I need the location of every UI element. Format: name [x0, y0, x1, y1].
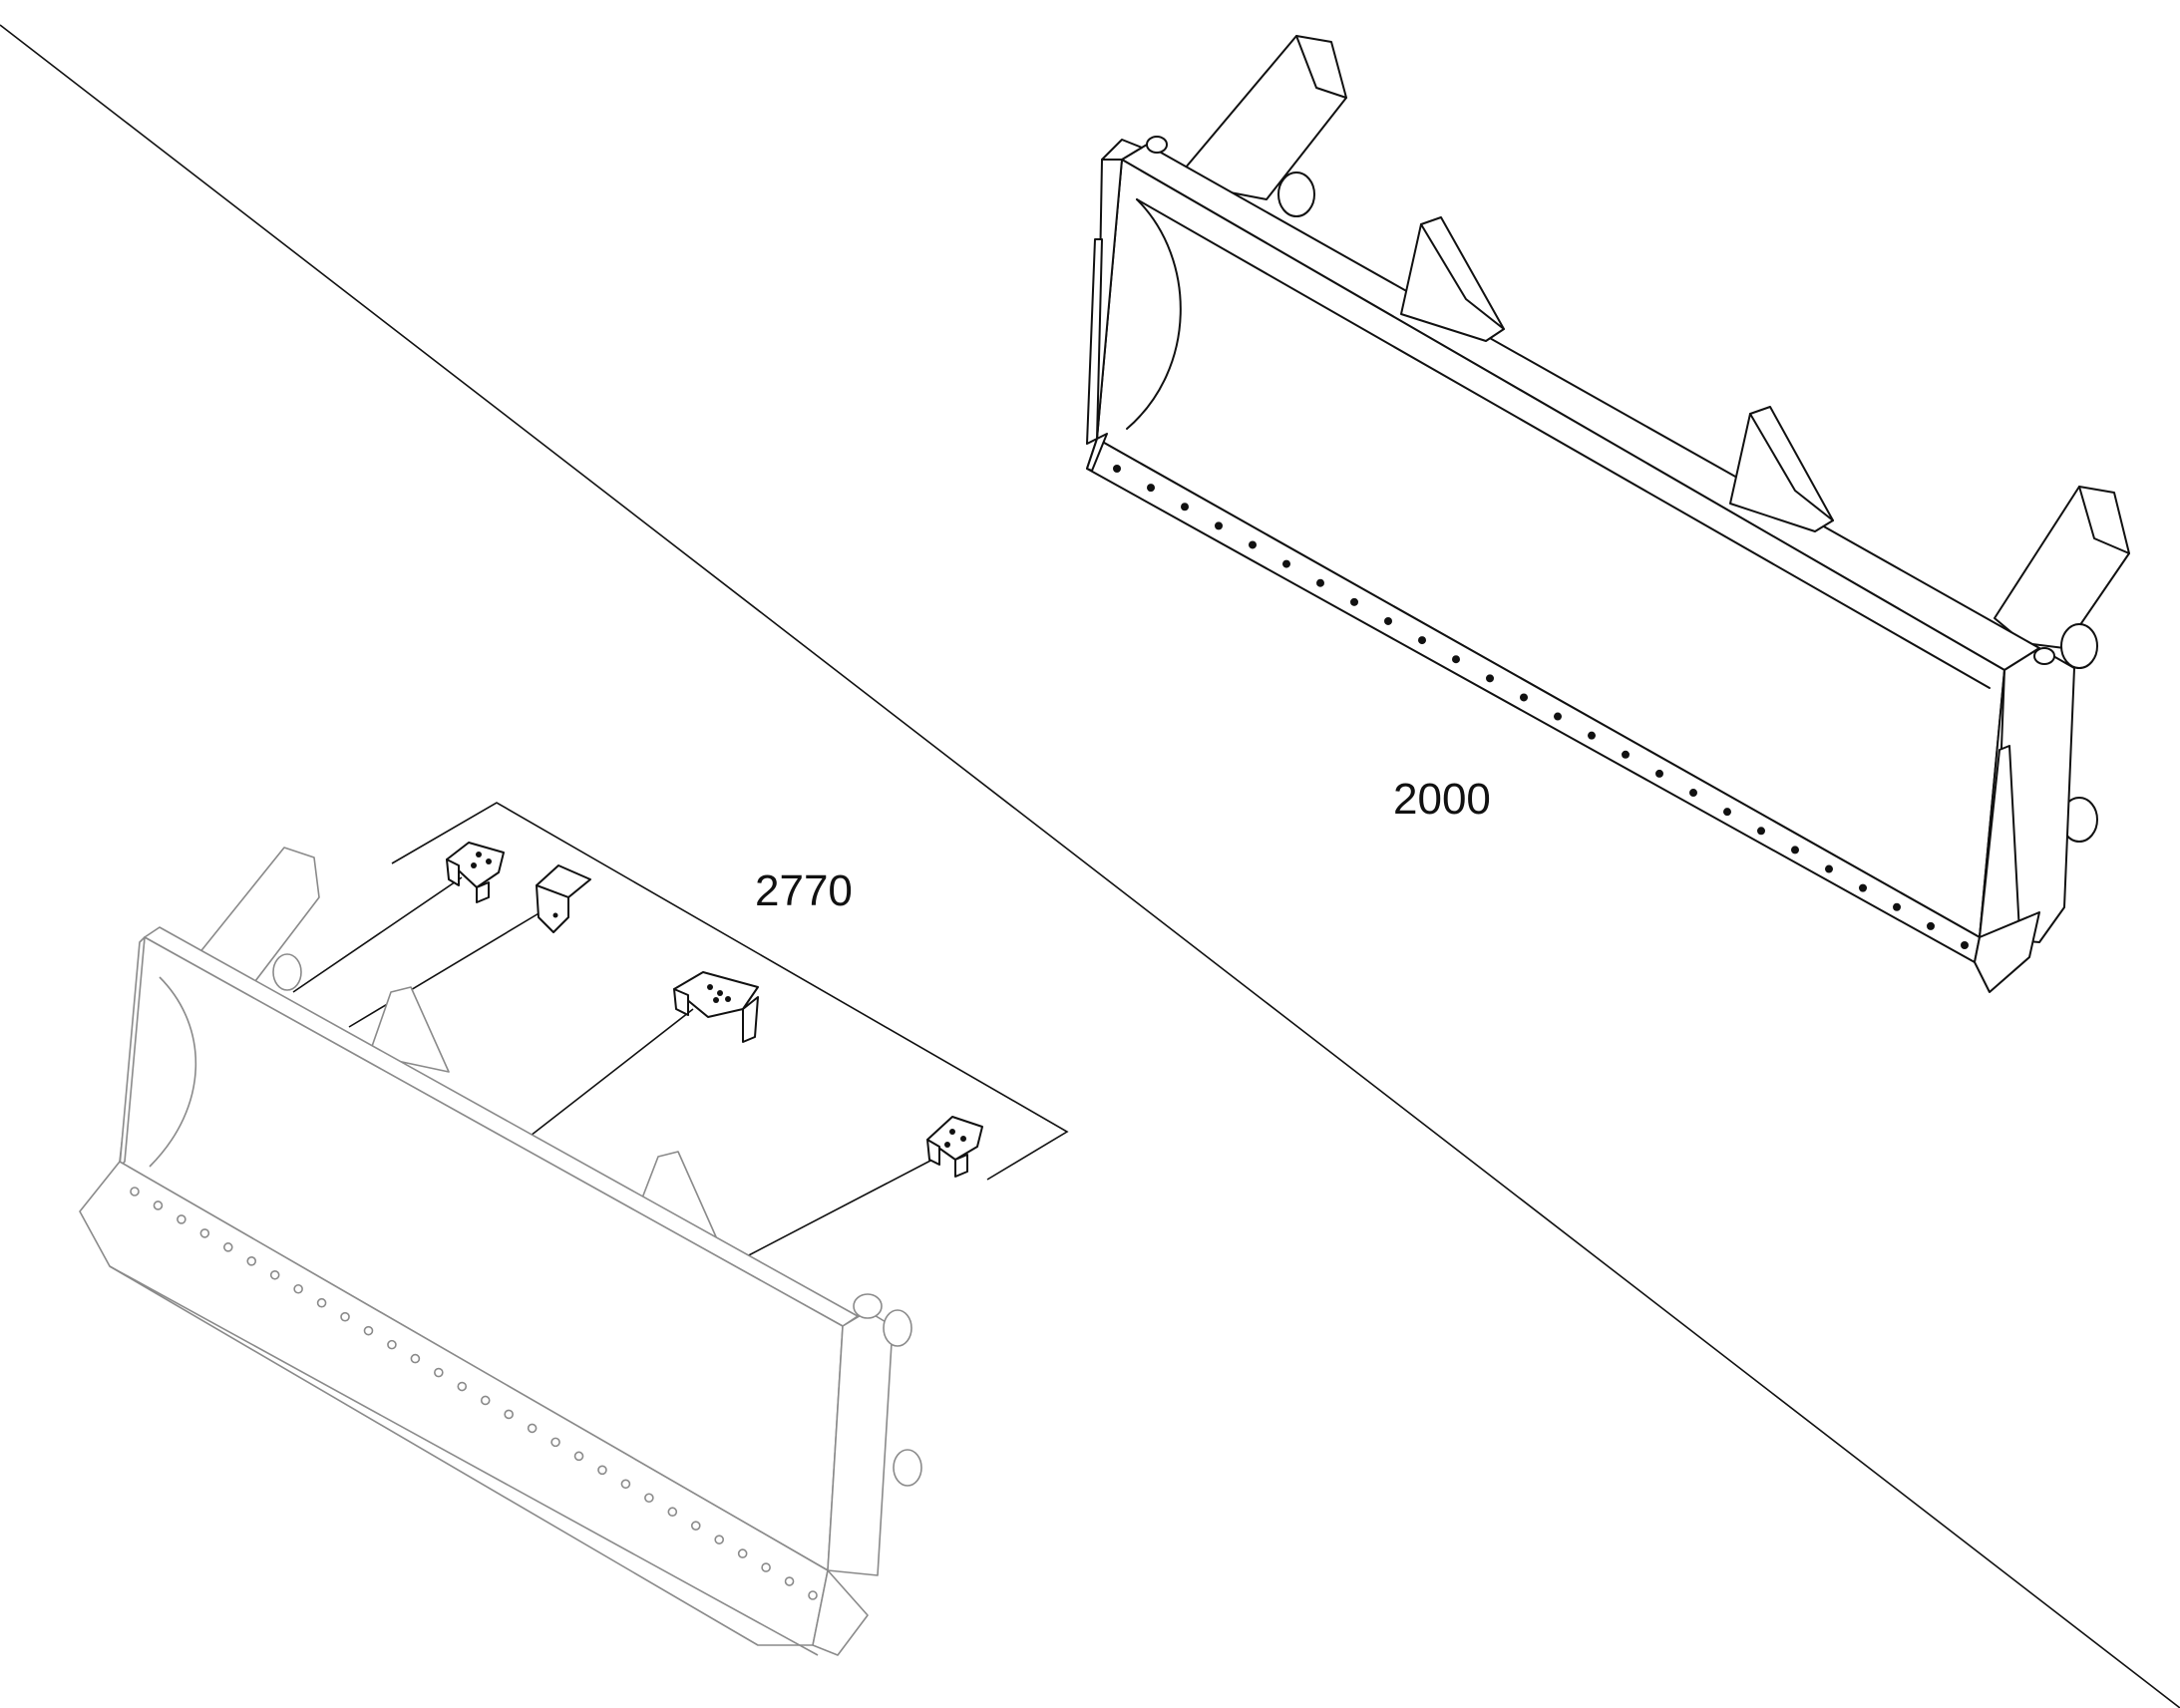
bolt-hole	[1147, 484, 1155, 493]
leader-line-3	[503, 1008, 694, 1158]
bolt-hole	[1791, 846, 1799, 854]
bolt-hole	[1384, 616, 1392, 625]
bolt-hole-faint	[177, 1214, 186, 1224]
bolt-hole	[1282, 559, 1290, 568]
mount-block-left	[1400, 216, 1505, 342]
bolt-hole-faint	[316, 1297, 327, 1308]
mounting-bracket-2	[536, 864, 591, 933]
pivot-pin-upper-left	[1277, 171, 1315, 217]
bolt-hole-faint	[644, 1493, 654, 1504]
dozer-blade-faint	[79, 847, 922, 1656]
bolt-hole-faint	[504, 1409, 514, 1420]
bolt-hole-faint	[153, 1200, 164, 1210]
bolt-hole	[1418, 636, 1426, 645]
pivot-pin-upper-right	[2060, 623, 2098, 669]
push-arm-left	[1179, 35, 1347, 200]
bolt-hole	[1961, 941, 1969, 949]
bolt-hole-faint	[597, 1465, 607, 1476]
push-arm-right	[1994, 486, 2130, 649]
leader-line-4	[742, 1159, 933, 1259]
bolt-hole	[1825, 864, 1833, 873]
bolt-hole	[1350, 597, 1358, 606]
side-plate-left	[1096, 139, 1143, 440]
bolt-hole-faint	[457, 1381, 468, 1392]
mounting-bracket-4	[926, 1116, 983, 1178]
mounting-bracket-3	[673, 971, 759, 1043]
bolt-hole-faint	[714, 1535, 725, 1544]
part-label-2000: 2000	[1393, 775, 1491, 824]
bolt-hole-faint	[434, 1367, 444, 1378]
bolt-hole	[1113, 465, 1121, 473]
section-divider-line	[0, 24, 2180, 1708]
bolt-hole-faint	[527, 1423, 538, 1434]
bolt-hole-faint	[784, 1576, 795, 1586]
part-label-2770: 2770	[755, 866, 853, 915]
bolt-hole-faint	[269, 1269, 280, 1280]
bolt-hole-faint	[387, 1339, 397, 1350]
bolt-hole	[1689, 789, 1697, 798]
bolt-hole	[1655, 769, 1663, 778]
bolt-hole-faint	[246, 1256, 257, 1266]
bolt-hole-faint	[293, 1283, 303, 1294]
bolt-hole	[1927, 921, 1935, 930]
mounting-bracket-1	[446, 842, 505, 903]
bolt-hole-faint	[199, 1228, 210, 1238]
bolt-hole-faint	[690, 1521, 701, 1531]
bolt-hole	[1249, 540, 1257, 549]
bolt-hole	[1215, 521, 1223, 530]
bolt-hole	[1554, 712, 1562, 721]
end-bit-right	[1974, 911, 2040, 993]
bolt-hole	[1859, 883, 1867, 892]
bolt-hole	[1452, 655, 1460, 664]
bolt-hole	[1316, 578, 1324, 587]
leader-line-2	[348, 911, 542, 1028]
bolt-hole-faint	[808, 1590, 818, 1600]
bolt-hole-faint	[737, 1548, 748, 1558]
bolt-hole-faint	[620, 1479, 631, 1490]
bolt-hole-faint	[410, 1353, 421, 1364]
dozer-blade-assembly-2000	[1086, 35, 2130, 993]
bolt-hole	[1723, 808, 1731, 817]
bolt-hole-faint	[340, 1311, 350, 1322]
bolt-hole	[1588, 731, 1596, 740]
bolt-hole	[1622, 750, 1630, 759]
bolt-hole	[1757, 827, 1765, 836]
bolt-hole-faint	[363, 1325, 374, 1336]
cutting-edge-holes-faint	[130, 1187, 818, 1600]
bolt-hole	[1486, 674, 1494, 683]
cutting-edge-holes	[1113, 465, 1969, 949]
bolt-hole	[1893, 902, 1901, 911]
bolt-hole-faint	[761, 1562, 771, 1572]
bolt-hole-faint	[667, 1507, 678, 1518]
bolt-hole-faint	[550, 1437, 560, 1448]
callout-frame	[391, 802, 1069, 1181]
bolt-hole-faint	[573, 1451, 584, 1462]
bolt-hole	[1520, 693, 1528, 702]
leader-line-1	[292, 876, 463, 993]
bolt-hole-faint	[480, 1395, 491, 1406]
bolt-hole-faint	[130, 1187, 140, 1196]
bracket-assembly-2770	[79, 802, 1069, 1656]
bolt-hole-faint	[222, 1242, 233, 1252]
bolt-hole	[1181, 503, 1189, 512]
